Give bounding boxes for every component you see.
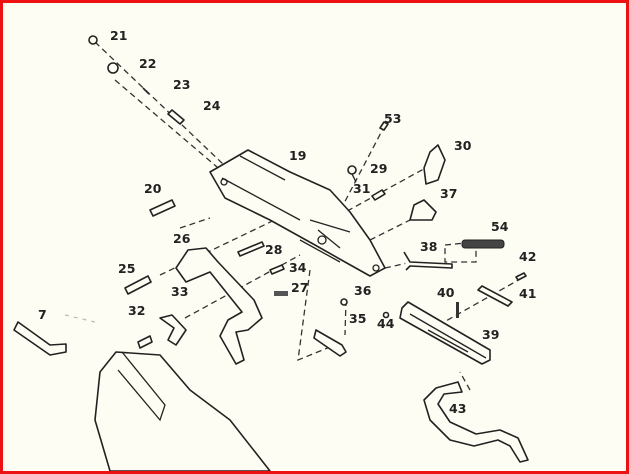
label-38: 38 [420,239,437,254]
label-26: 26 [173,231,191,246]
label-54: 54 [491,219,509,234]
label-27: 27 [291,280,308,295]
part-28-pin [237,241,265,257]
label-28: 28 [265,242,282,257]
label-43: 43 [449,401,466,416]
part-53-pin [379,121,389,131]
label-40: 40 [437,285,455,300]
label-20: 20 [144,181,162,196]
part-34-pin [269,264,285,275]
part-33-trigger [159,314,187,346]
part-24-plunger [167,109,185,125]
label-39: 39 [482,327,499,342]
label-30: 30 [454,138,472,153]
part-31-pin [371,189,386,201]
part-7-pin [13,321,67,356]
part-35-block [313,329,347,357]
part-39-slide [399,301,491,365]
label-53: 53 [384,111,401,126]
label-41: 41 [519,286,536,301]
label-19: 19 [289,148,306,163]
label-44: 44 [377,316,395,331]
part-20-pin [149,199,176,217]
label-25: 25 [118,261,135,276]
label-33: 33 [171,284,188,299]
label-35: 35 [349,311,366,326]
part-23-pin [142,87,150,95]
part-44-pin [382,311,390,319]
label-37: 37 [440,186,457,201]
exploded-view: 21 22 23 24 53 30 19 29 31 20 37 54 26 2… [13,28,536,471]
part-45-stock [94,351,271,471]
label-21: 21 [110,28,127,43]
part-54-spring [461,239,505,249]
label-36: 36 [354,283,372,298]
part-40-pin [456,302,459,318]
part-42-pin [515,272,527,281]
part-26-trigger-guard [175,247,263,365]
part-36-screw [340,298,348,306]
label-42: 42 [519,249,536,264]
label-22: 22 [139,56,156,71]
label-7: 7 [38,307,47,322]
part-21-screw [88,35,98,45]
part-41-pin [477,285,513,307]
part-37-hammer [409,199,437,221]
label-23: 23 [173,77,190,92]
part-38-connector [403,251,453,271]
part-30-sear [423,144,446,185]
label-24: 24 [203,98,221,113]
label-34: 34 [289,260,307,275]
label-31: 31 [353,181,370,196]
part-labels: 21 22 23 24 53 30 19 29 31 20 37 54 26 2… [38,28,536,416]
label-32: 32 [128,303,145,318]
part-27-spring [274,291,288,296]
part-25-pin [124,275,152,295]
part-32-pin [137,335,153,349]
part-22-nut [107,62,119,74]
part-43-trigger-guard [423,381,529,463]
part-29-screw [347,165,357,183]
part-19-receiver [209,149,386,277]
label-29: 29 [370,161,387,176]
